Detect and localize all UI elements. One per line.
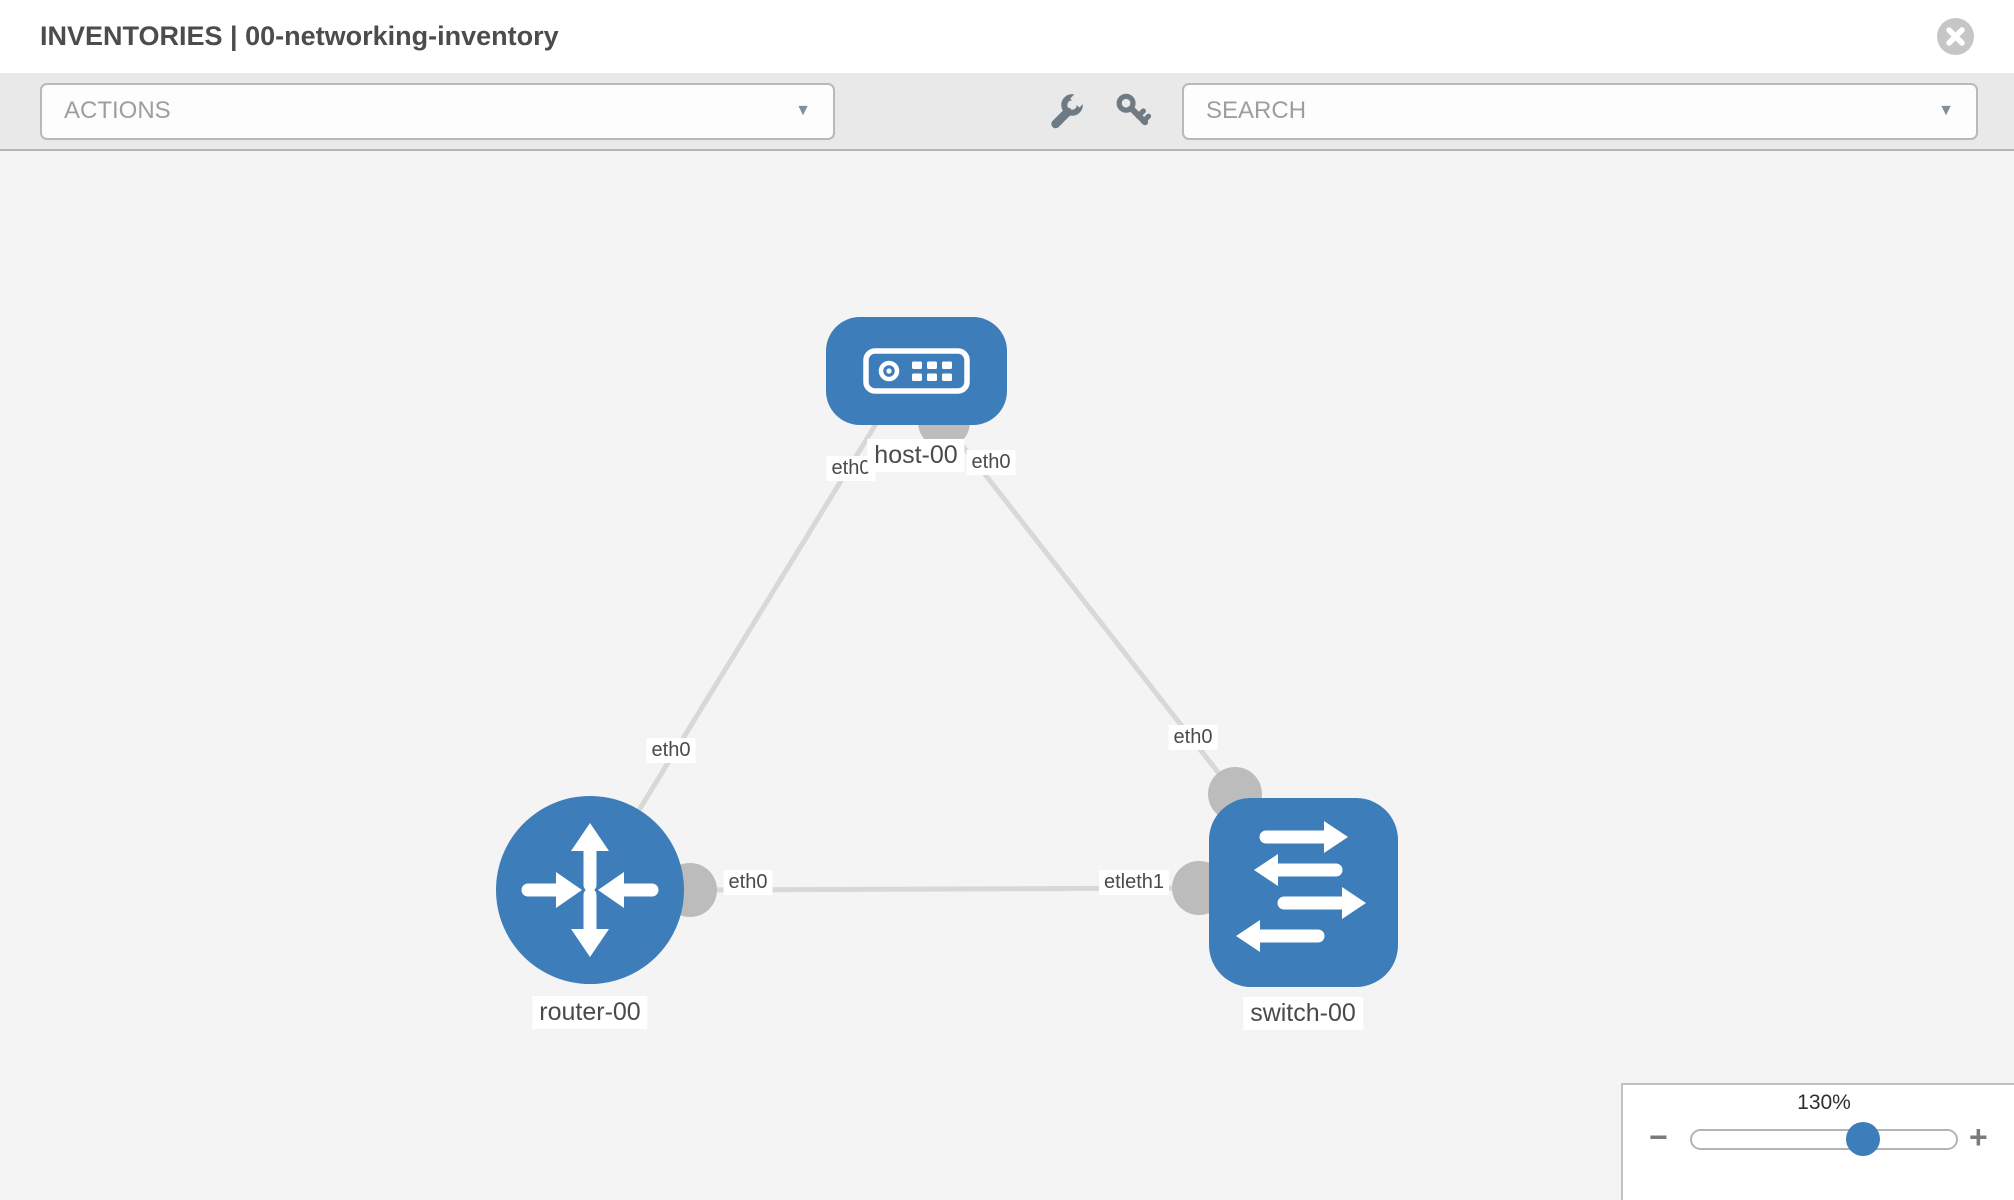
node-label-host: host-00 [867, 439, 965, 472]
interface-label: eth0 [966, 450, 1016, 475]
chevron-down-icon: ▼ [795, 102, 811, 119]
actions-dropdown[interactable]: ACTIONS ▼ [40, 82, 835, 140]
router-icon [521, 823, 659, 957]
page-title: INVENTORIES | 00-networking-inventory [40, 21, 559, 51]
node-label-switch: switch-00 [1243, 997, 1363, 1030]
node-label-router: router-00 [532, 996, 648, 1029]
wrench-icon[interactable] [1047, 92, 1085, 130]
node-host[interactable] [826, 317, 1007, 425]
switch-icon [1236, 821, 1366, 952]
link-lines [587, 399, 1237, 893]
actions-dropdown-label: ACTIONS [64, 97, 171, 124]
node-router[interactable] [496, 796, 684, 984]
zoom-slider[interactable] [1690, 1122, 1958, 1156]
zoom-out-button[interactable]: − [1649, 1119, 1668, 1155]
interface-label: eth0 [646, 738, 696, 763]
zoom-level: 130% [1797, 1091, 1851, 1114]
close-button[interactable] [1937, 18, 1974, 55]
toolbar: ACTIONS ▼ SEARCH ▼ [0, 73, 2014, 151]
chevron-down-icon: ▼ [1938, 102, 1954, 119]
host-icon [863, 348, 970, 394]
link-host-router [587, 399, 893, 892]
toolbar-icons [1047, 92, 1152, 130]
zoom-slider-thumb[interactable] [1846, 1122, 1880, 1156]
interface-label: etleth1 [1098, 870, 1170, 895]
interface-label: eth0 [723, 870, 773, 895]
interface-label: eth0 [1168, 725, 1218, 750]
node-switch[interactable] [1209, 798, 1398, 987]
header: INVENTORIES | 00-networking-inventory [0, 0, 2014, 73]
key-icon[interactable] [1114, 92, 1152, 130]
search-dropdown[interactable]: SEARCH ▼ [1182, 82, 1978, 140]
topology-canvas[interactable]: eth0 host-00 eth0 eth0 eth0 eth0 etleth1… [0, 151, 2014, 1200]
interface-ports [663, 396, 1262, 917]
search-dropdown-label: SEARCH [1206, 97, 1307, 124]
zoom-in-button[interactable]: + [1969, 1119, 1988, 1155]
close-icon [1946, 27, 1965, 46]
zoom-panel: 130% − + [1621, 1083, 2014, 1200]
